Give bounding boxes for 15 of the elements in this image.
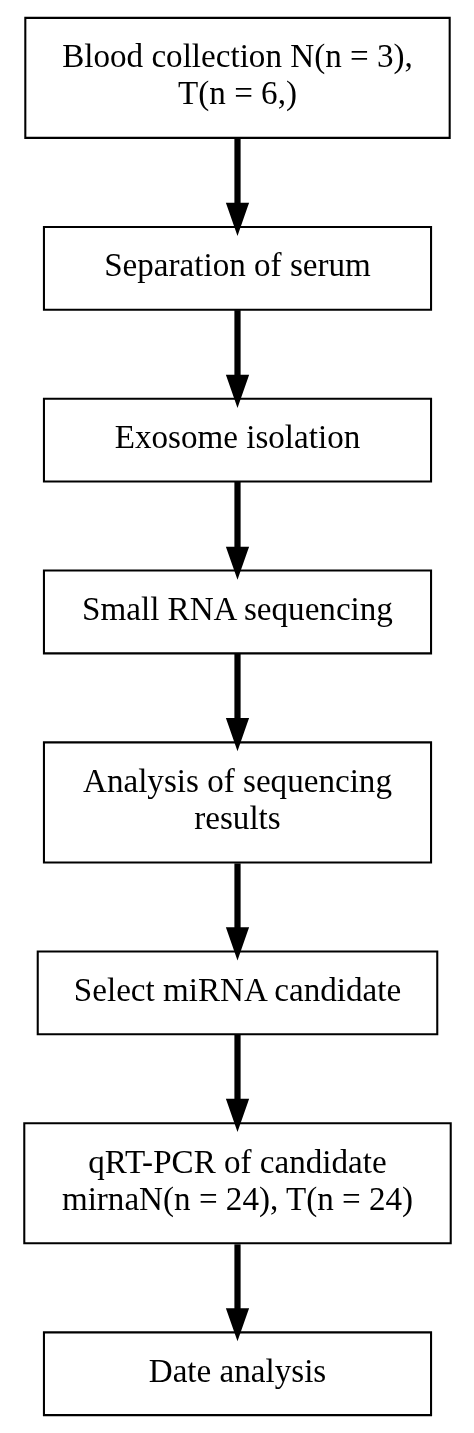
node-box: Analysis of sequencing results (42, 741, 432, 864)
node-box: qRT-PCR of candidate mirnaN(n = 24), T(n = 24) (22, 1122, 452, 1245)
node-box: Date analysis (42, 1331, 432, 1417)
arrow (225, 310, 249, 408)
arrow (225, 481, 249, 580)
arrow (225, 653, 249, 752)
node-box: Exosome isolation (42, 397, 432, 483)
node-box: Separation of serum (42, 225, 432, 311)
node-box: Select miRNA candidate (36, 950, 438, 1036)
arrow (225, 1034, 249, 1133)
node-box: Blood collection N(n = 3), T(n = 6,) (23, 16, 451, 139)
node-box: Small RNA sequencing (42, 569, 432, 655)
arrow (225, 1244, 249, 1342)
arrow (225, 138, 249, 236)
arrow (225, 863, 249, 961)
